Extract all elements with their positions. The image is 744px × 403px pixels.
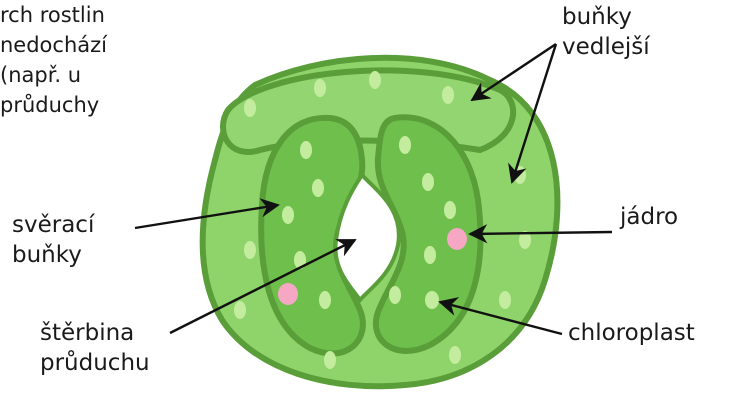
chloroplast-shape — [369, 71, 381, 89]
label-line: svěrací — [12, 210, 94, 240]
nucleus-left — [278, 283, 298, 305]
label-line: buňky — [12, 240, 94, 270]
chloroplast-shape — [300, 141, 312, 159]
chloroplast-shape — [319, 291, 331, 309]
chloroplast-shape — [449, 346, 461, 364]
chloroplast-shape — [234, 301, 246, 319]
nucleus-right — [447, 228, 467, 250]
chloroplast-shape — [244, 99, 256, 117]
label-sveraci-bunky: svěrací buňky — [12, 210, 94, 270]
chloroplast-shape — [425, 291, 439, 309]
label-line: štěrbina — [40, 318, 150, 348]
chloroplast-shape — [424, 246, 436, 264]
label-line: buňky — [562, 2, 650, 32]
chloroplast-shape — [324, 351, 336, 369]
chloroplast-shape — [399, 136, 411, 154]
label-bunky-vedlejsi: buňky vedlejší — [562, 2, 650, 62]
label-chloroplast: chloroplast — [568, 318, 695, 348]
chloroplast-shape — [444, 201, 456, 219]
chloroplast-shape — [422, 173, 434, 191]
label-line: průduchu — [40, 348, 150, 378]
label-jadro: jádro — [620, 202, 678, 232]
label-line: vedlejší — [562, 32, 650, 62]
chloroplast-shape — [389, 286, 401, 304]
chloroplast-shape — [282, 206, 294, 224]
label-sterbina-pruduchu: štěrbina průduchu — [40, 318, 150, 378]
chloroplast-shape — [244, 241, 256, 259]
chloroplast-shape — [314, 79, 326, 97]
chloroplast-shape — [499, 291, 511, 309]
chloroplast-shape — [312, 179, 324, 197]
chloroplast-shape — [442, 86, 454, 104]
